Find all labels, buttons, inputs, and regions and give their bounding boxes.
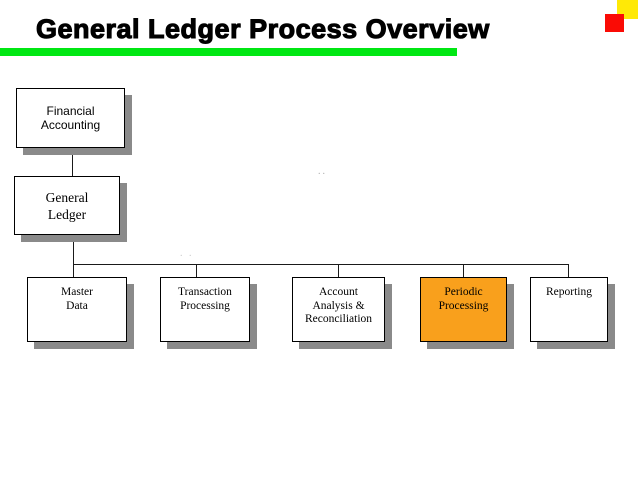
node-periodic-processing-label: Periodic Processing xyxy=(438,286,489,312)
connector-drop-periodic-processing xyxy=(463,264,464,277)
node-account-analysis-reconciliation: Account Analysis & Reconciliation xyxy=(292,277,385,342)
title-underline-bar xyxy=(0,48,457,56)
slide-title: General Ledger Process Overview xyxy=(35,13,490,44)
node-transaction-processing-label: Transaction Processing xyxy=(178,286,232,312)
stray-dots-upper: .. xyxy=(318,166,327,177)
connector-fa-to-gl xyxy=(72,148,73,176)
node-periodic-processing: Periodic Processing xyxy=(420,277,507,342)
node-reporting-label: Reporting xyxy=(546,286,592,298)
node-account-analysis-reconciliation-label: Account Analysis & Reconciliation xyxy=(304,286,373,325)
connector-gl-trunk xyxy=(73,235,74,277)
node-master-data-label: Master Data xyxy=(61,286,93,312)
connector-drop-reporting xyxy=(568,264,569,277)
node-reporting: Reporting xyxy=(530,277,608,342)
node-general-ledger: General Ledger xyxy=(14,176,120,235)
node-master-data: Master Data xyxy=(27,277,127,342)
connector-horizontal-bar xyxy=(73,264,569,265)
node-general-ledger-label: General Ledger xyxy=(45,189,89,222)
stray-dots-lower: . . xyxy=(180,248,194,259)
connector-drop-account-analysis xyxy=(338,264,339,277)
corner-red-square xyxy=(605,14,624,32)
node-financial-accounting-label: Financial Accounting xyxy=(40,104,101,132)
connector-drop-transaction-processing xyxy=(196,264,197,277)
node-transaction-processing: Transaction Processing xyxy=(160,277,250,342)
node-financial-accounting: Financial Accounting xyxy=(16,88,125,148)
